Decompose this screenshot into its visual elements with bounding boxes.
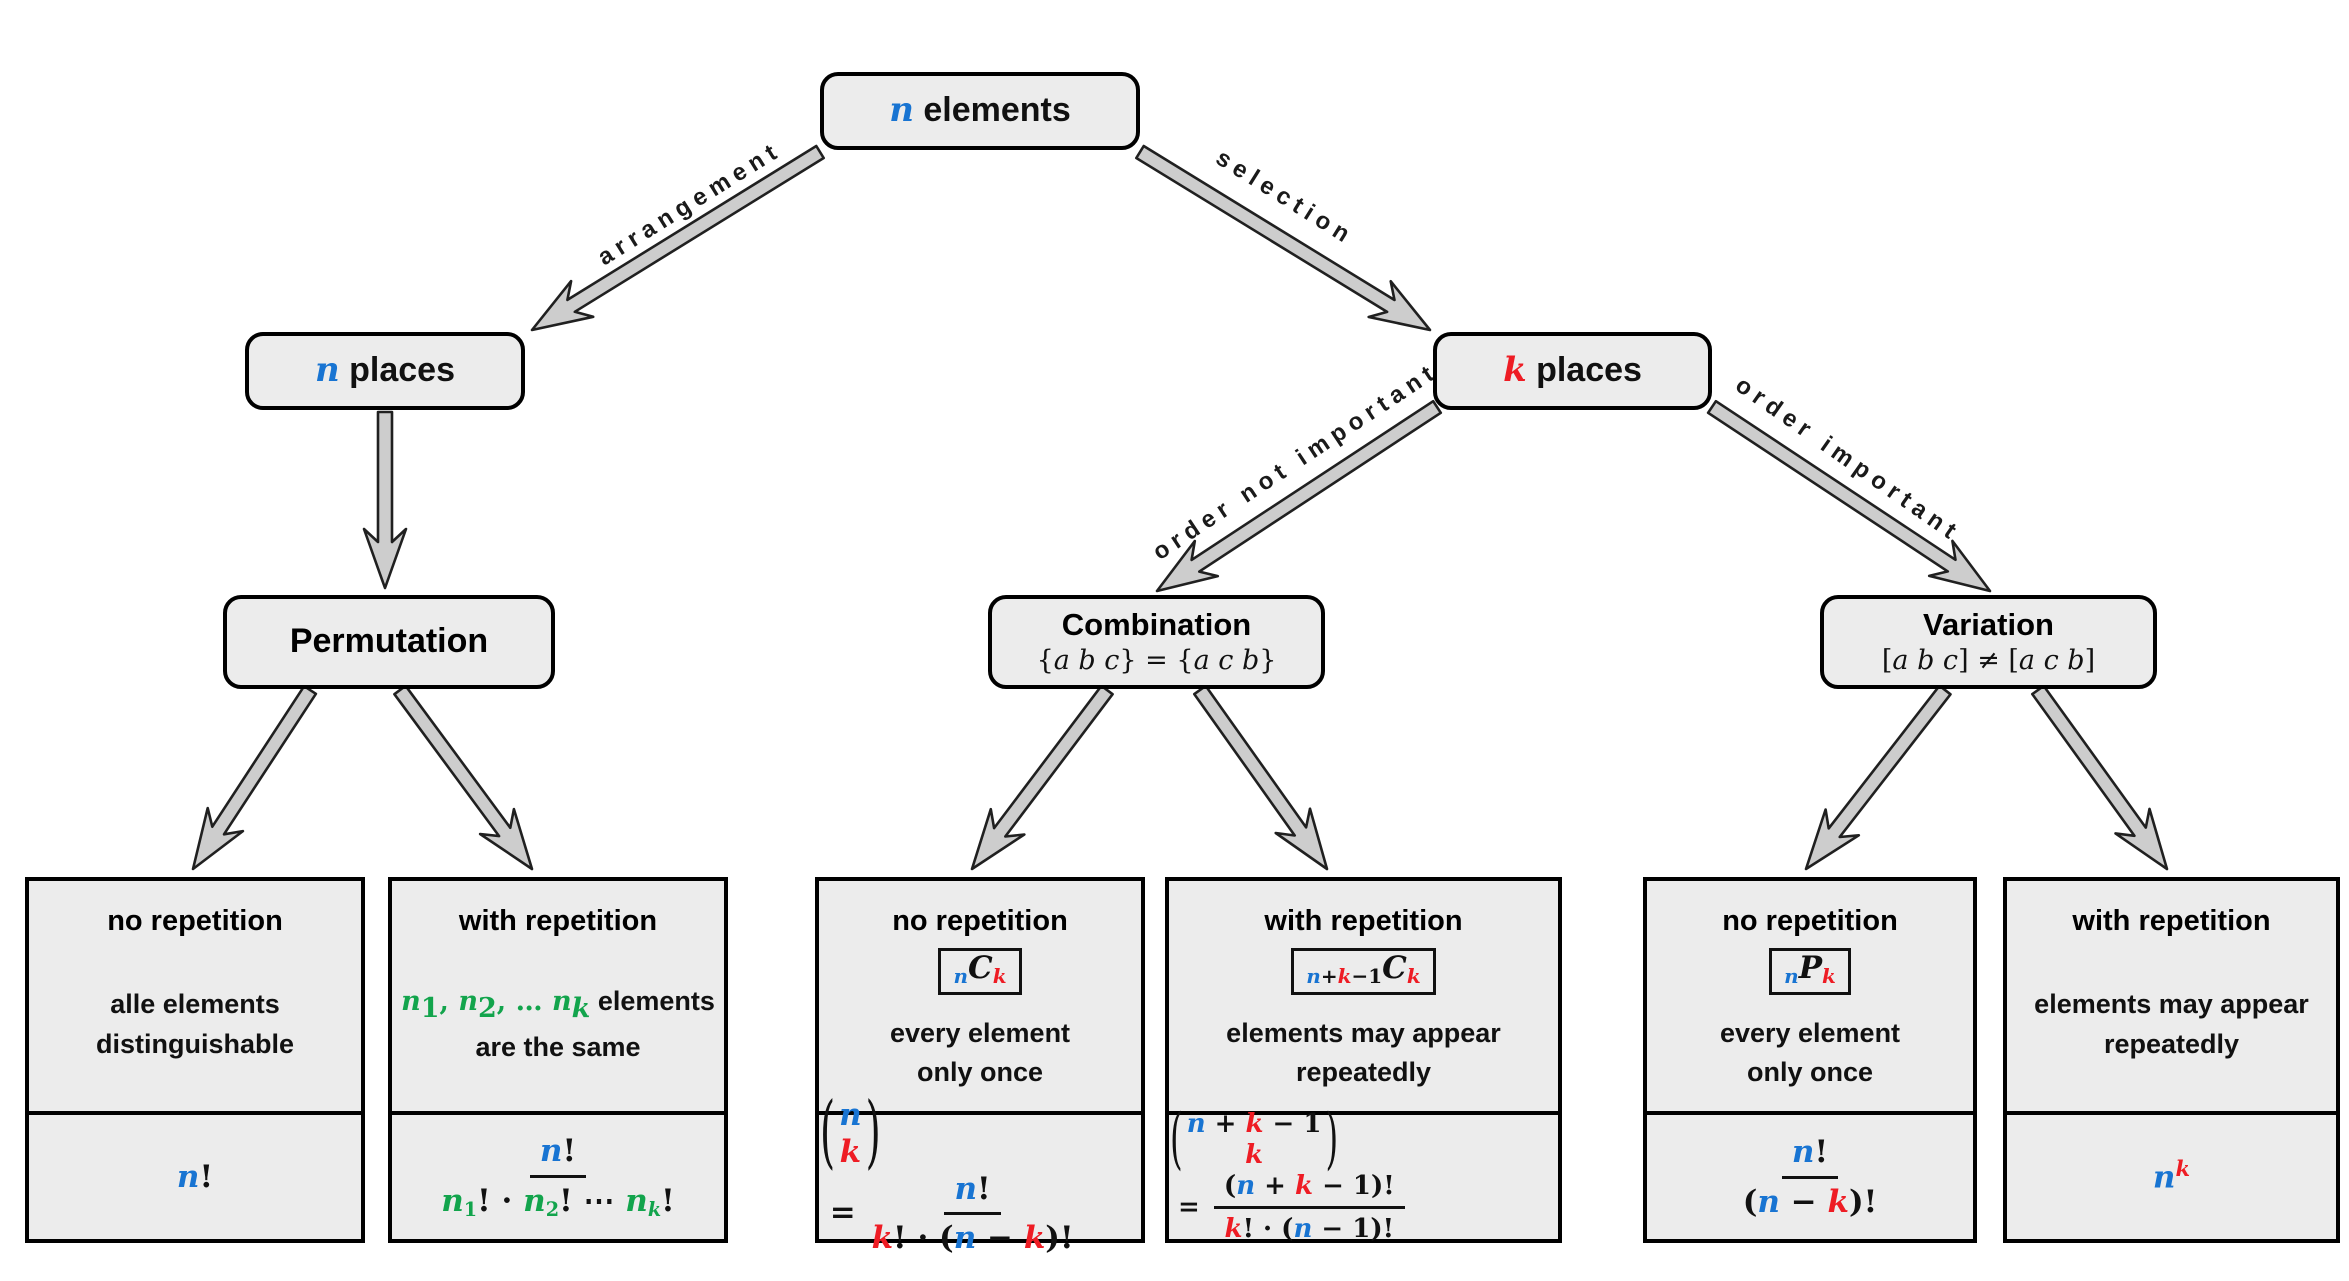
flow-arrow	[1706, 399, 1992, 593]
leaf-formula: n!n1! · n2! ⋯ nk!	[392, 1111, 724, 1239]
node-permutation: Permutation	[223, 595, 555, 689]
notation-badge-nCk: nCk	[938, 948, 1022, 995]
node-variation: Variation [a b c] ≠ [a c b]	[1820, 595, 2157, 689]
leaf-formula: n!(n − k)!	[1647, 1111, 1973, 1239]
node-combination-subtitle: {a b c} = {a c b}	[1036, 645, 1277, 677]
flow-arrow	[191, 684, 318, 871]
flow-arrow	[2031, 684, 2169, 871]
leaf-body: with repetition n+k−1Ck elements may app…	[1169, 881, 1558, 1111]
node-variation-subtitle: [a b c] ≠ [a c b]	[1881, 645, 2096, 677]
flow-arrow	[393, 684, 534, 871]
node-k-places-title: k places	[1503, 350, 1642, 391]
flow-arrow	[1135, 144, 1432, 332]
leaf-header: with repetition	[2072, 905, 2271, 937]
node-n-places: n places	[245, 332, 525, 410]
flow-arrow	[362, 410, 408, 590]
leaf-header: with repetition	[1264, 905, 1463, 937]
node-combination-title: Combination	[1061, 606, 1252, 642]
notation-badge-nPk: nPk	[1769, 948, 1851, 995]
flow-arrow	[530, 144, 826, 332]
formula: n!	[176, 1158, 214, 1195]
node-n-places-title: n places	[314, 350, 456, 391]
leaf-formula: n!	[29, 1111, 361, 1239]
node-permutation-title: Permutation	[289, 622, 489, 661]
node-variation-title: Variation	[1923, 606, 2054, 642]
node-k-places: k places	[1433, 332, 1712, 410]
formula: nk	[2152, 1156, 2191, 1196]
node-combination: Combination {a b c} = {a c b}	[988, 595, 1325, 689]
flow-arrow	[1193, 684, 1329, 871]
node-n-elements: n elements	[820, 72, 1140, 150]
leaf-combination-with-repetition: with repetition n+k−1Ck elements may app…	[1165, 877, 1562, 1244]
node-n-elements-title: n elements	[889, 90, 1071, 131]
leaf-header: no repetition	[1722, 905, 1898, 937]
leaf-header: no repetition	[107, 905, 283, 937]
formula: n!(n − k)!	[1742, 1133, 1878, 1220]
flow-arrow	[970, 684, 1114, 871]
flow-arrow	[1804, 684, 1952, 871]
leaf-header: with repetition	[458, 905, 658, 937]
formula: n!n1! · n2! ⋯ nk!	[441, 1133, 675, 1221]
leaf-header: no repetition	[892, 905, 1068, 937]
flow-arrow	[1155, 399, 1443, 593]
leaf-formula: nk	[2007, 1111, 2336, 1239]
notation-badge-n+k-1Ck: n+k−1Ck	[1291, 948, 1436, 995]
